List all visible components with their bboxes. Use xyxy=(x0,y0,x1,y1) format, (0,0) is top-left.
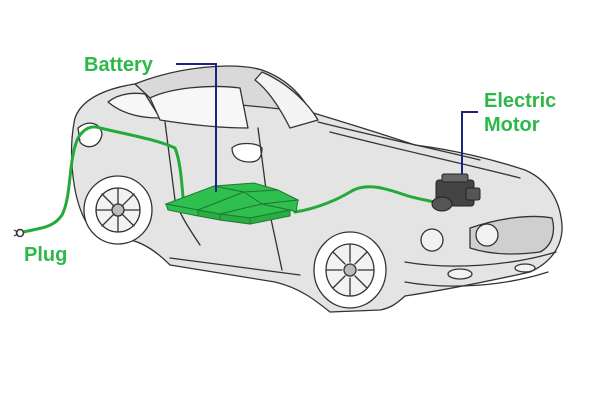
battery-pack-icon xyxy=(164,182,300,225)
charging-wire xyxy=(18,125,447,235)
car-cutaway-icon xyxy=(70,65,563,313)
fog-light xyxy=(447,268,473,280)
side-window xyxy=(149,85,249,129)
leader-lines xyxy=(176,63,478,192)
plug-icon xyxy=(13,228,25,238)
battery-cell xyxy=(249,209,291,225)
wire-plug-to-port xyxy=(18,125,102,235)
wire-battery-to-motor xyxy=(293,185,447,214)
plug-label: Plug xyxy=(24,244,67,266)
electric-motor-label-line1: Electric xyxy=(484,90,556,112)
headlight-left xyxy=(420,228,444,252)
front-bumper xyxy=(404,251,557,287)
battery-label: Battery xyxy=(84,54,154,76)
sill-line xyxy=(169,257,301,276)
headlight-right xyxy=(475,223,499,247)
side-mirror xyxy=(231,142,263,163)
electric-motor-label-line2: Motor xyxy=(484,114,540,136)
windshield xyxy=(254,71,319,129)
wire-port-to-battery xyxy=(98,126,186,207)
rear-window xyxy=(107,92,161,119)
front-wheel xyxy=(313,231,387,309)
battery-cell xyxy=(261,199,299,213)
motor-leader-line xyxy=(461,111,478,174)
rear-wheel xyxy=(83,175,153,245)
battery-leader-line xyxy=(176,63,217,192)
electric-motor-icon xyxy=(431,173,481,212)
fog-light xyxy=(514,263,536,273)
